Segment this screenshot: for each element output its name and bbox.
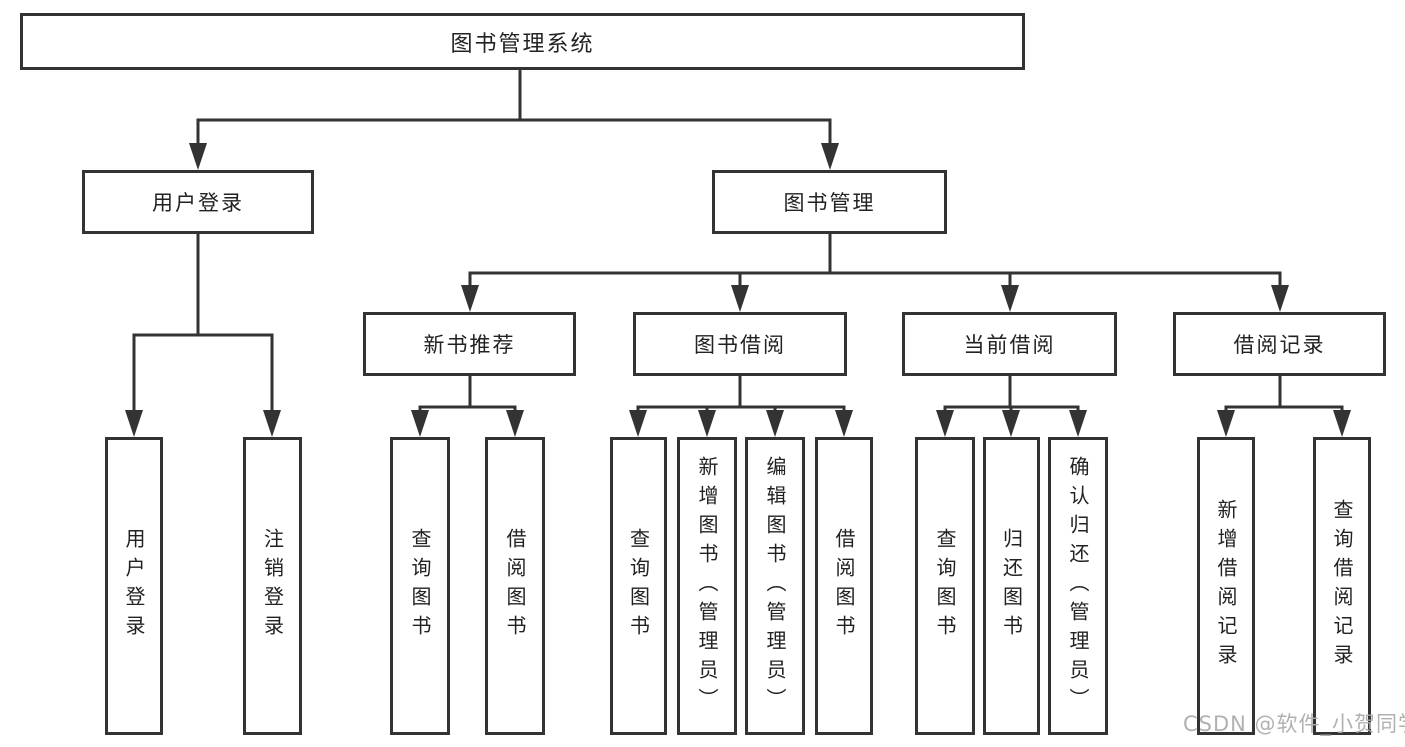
node-new-book-recommend: 新书推荐 (363, 312, 576, 376)
node-label: 查询借阅记录 (1330, 499, 1354, 673)
node-label: 图书管理系统 (450, 31, 595, 57)
leaf-recommend-borrow-books: 借阅图书 (485, 437, 545, 735)
node-book-management: 图书管理 (712, 170, 947, 234)
node-label: 新书推荐 (423, 333, 516, 357)
node-label: 编辑图书（管理员） (763, 455, 787, 717)
node-label: 图书借阅 (694, 333, 786, 357)
node-label: 查询图书 (933, 528, 957, 644)
node-label: 用户登录 (152, 191, 244, 215)
node-label: 借阅图书 (832, 528, 856, 644)
leaf-borrow-add-books-admin: 新增图书（管理员） (677, 437, 737, 735)
node-label: 确认归还（管理员） (1066, 455, 1090, 717)
node-label: 归还图书 (999, 528, 1024, 644)
leaf-user-login: 用户登录 (105, 437, 163, 735)
leaf-records-add-borrow-record: 新增借阅记录 (1197, 437, 1255, 735)
node-label: 图书管理 (783, 191, 876, 215)
node-label: 新增图书（管理员） (695, 455, 719, 717)
leaf-records-query-borrow-record: 查询借阅记录 (1313, 437, 1371, 735)
leaf-current-return-books: 归还图书 (983, 437, 1040, 735)
leaf-borrow-edit-books-admin: 编辑图书（管理员） (745, 437, 805, 735)
leaf-logout-login: 注销登录 (243, 437, 302, 735)
node-book-borrow: 图书借阅 (633, 312, 847, 376)
node-borrow-records: 借阅记录 (1173, 312, 1386, 376)
node-user-login: 用户登录 (82, 170, 314, 234)
node-label: 借阅图书 (503, 528, 527, 644)
node-label: 查询图书 (626, 528, 651, 644)
node-label: 注销登录 (260, 528, 285, 644)
leaf-current-query-books: 查询图书 (915, 437, 975, 735)
leaf-recommend-query-books: 查询图书 (390, 437, 450, 735)
node-library-management-system: 图书管理系统 (20, 13, 1025, 70)
node-label: 当前借阅 (963, 333, 1056, 357)
node-label: 查询图书 (408, 528, 432, 644)
node-label: 用户登录 (122, 528, 146, 644)
leaf-current-confirm-return-admin: 确认归还（管理员） (1048, 437, 1108, 735)
node-label: 新增借阅记录 (1214, 499, 1238, 673)
watermark: CSDN @软件_小贺同学 (1183, 712, 1405, 736)
node-label: 借阅记录 (1233, 333, 1326, 357)
leaf-borrow-borrow-books: 借阅图书 (815, 437, 873, 735)
leaf-borrow-query-books: 查询图书 (610, 437, 667, 735)
node-current-borrow: 当前借阅 (902, 312, 1117, 376)
